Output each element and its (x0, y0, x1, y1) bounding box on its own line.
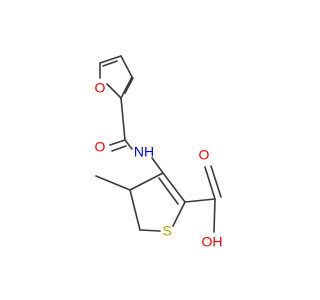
bond-methyl (95, 175, 131, 191)
bond-n-to-c3 (151, 157, 164, 174)
furan-ring (99, 55, 134, 99)
bond-c3-c4 (129, 172, 164, 191)
bond-furan-c3-c4 (120, 55, 133, 78)
bond-carboxyl-double-b (210, 165, 222, 198)
atom-label-amide-nh: NH (134, 144, 154, 160)
atom-label-hydroxyl: OH (202, 234, 223, 250)
bond-furan-c4-c5 (99, 55, 122, 64)
bond-furan-to-carbonyl (120, 97, 126, 141)
bond-furan-c2-c3-double (124, 77, 134, 94)
bond-c5-s (139, 229, 161, 232)
molecule-diagram: O O NH OH O S (95, 55, 223, 250)
bond-carbonyl-double-b (111, 145, 127, 152)
bond-carboxyl-to-oh (213, 198, 216, 233)
atom-label-carbonyl-oxygen: O (95, 139, 106, 155)
bond-c2-carboxyl (184, 198, 216, 203)
atom-label-furan-oxygen: O (95, 80, 106, 96)
bond-carbonyl-to-n (124, 139, 133, 150)
bond-carboxyl-double-a (204, 166, 216, 200)
atom-labels: O O NH OH O S (95, 80, 223, 250)
bond-c4-c5 (129, 189, 141, 231)
amide-group (109, 97, 164, 174)
bond-s-c2 (172, 201, 186, 227)
bond-c3-c2-double (158, 177, 179, 205)
bond-furan-c4-c5-double (102, 60, 118, 67)
bond-c3-c2 (162, 172, 186, 203)
structure-canvas: O O NH OH O S (95, 55, 223, 250)
bond-furan-c2-c3 (120, 76, 133, 99)
dihydrothiophene-ring (129, 172, 186, 232)
atom-label-acid-oxygen: O (199, 147, 210, 163)
bond-furan-o-c2 (106, 83, 122, 99)
carboxylic-acid-group (184, 165, 222, 233)
bond-carbonyl-double-a (109, 139, 126, 146)
atom-label-sulfur: S (162, 223, 171, 239)
